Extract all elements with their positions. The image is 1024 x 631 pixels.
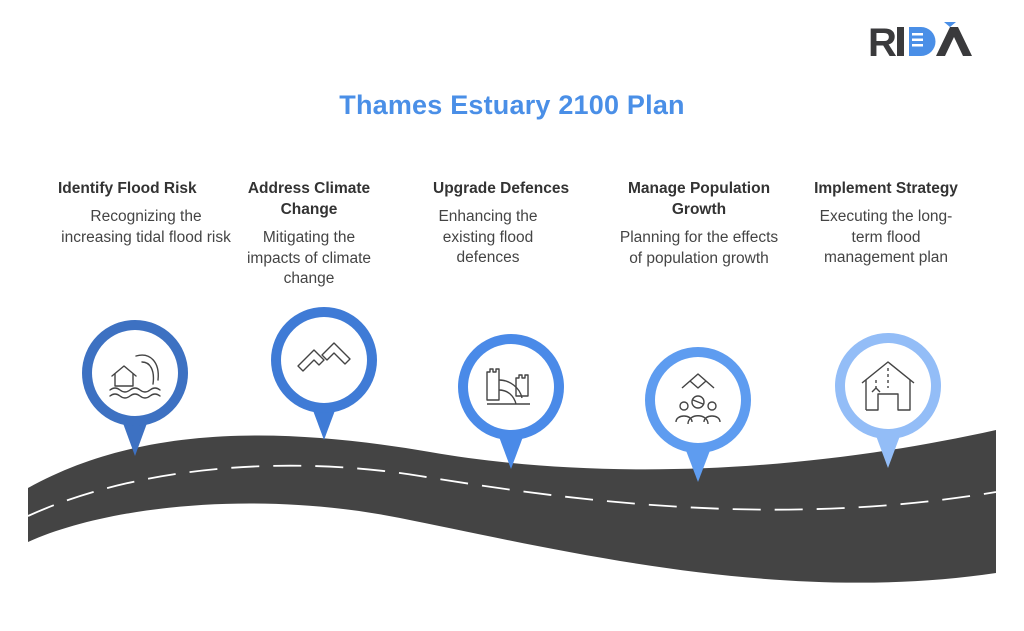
chevron-shapes-icon <box>297 342 351 372</box>
step-description: Recognizing the increasing tidal flood r… <box>61 208 231 246</box>
step-description: Mitigating the impacts of climate change <box>246 229 372 287</box>
step-heading: Implement Strategy <box>814 180 958 197</box>
page-title: Thames Estuary 2100 Plan <box>339 90 685 120</box>
road-center-dashes <box>27 464 997 517</box>
group-arrow-up-icon <box>675 373 721 425</box>
svg-text:R: R <box>868 21 897 64</box>
step-heading: Identify Flood Risk <box>58 180 197 197</box>
step-description: Planning for the effects of population g… <box>619 229 779 267</box>
step-manage-population-growth: Manage Population Growth Planning for th… <box>612 178 786 269</box>
step-heading: Upgrade Defences <box>433 180 570 197</box>
step-heading: Address Climate Change <box>247 180 371 218</box>
road <box>28 430 996 583</box>
step-implement-strategy: Implement Strategy Executing the long-te… <box>808 178 964 269</box>
flood-wave-house-icon <box>109 354 161 399</box>
step-heading: Manage Population Growth <box>627 180 771 218</box>
step-description: Executing the long-term flood management… <box>819 208 953 266</box>
great-wall-icon <box>486 368 530 405</box>
step-upgrade-defences: Upgrade Defences Enhancing the existing … <box>433 178 583 269</box>
pin-address-climate-change <box>271 307 377 440</box>
house-arrow-icon <box>861 361 915 411</box>
step-identify-flood-risk: Identify Flood Risk Recognizing the incr… <box>58 178 234 248</box>
pin-manage-population-growth <box>645 347 751 482</box>
pin-implement-strategy <box>835 333 941 468</box>
step-description: Enhancing the existing flood defences <box>438 208 538 266</box>
pin-identify-flood-risk <box>82 320 188 456</box>
step-address-climate-change: Address Climate Change Mitigating the im… <box>236 178 382 290</box>
pin-upgrade-defences <box>458 334 564 469</box>
rida-logo: R <box>868 21 972 64</box>
